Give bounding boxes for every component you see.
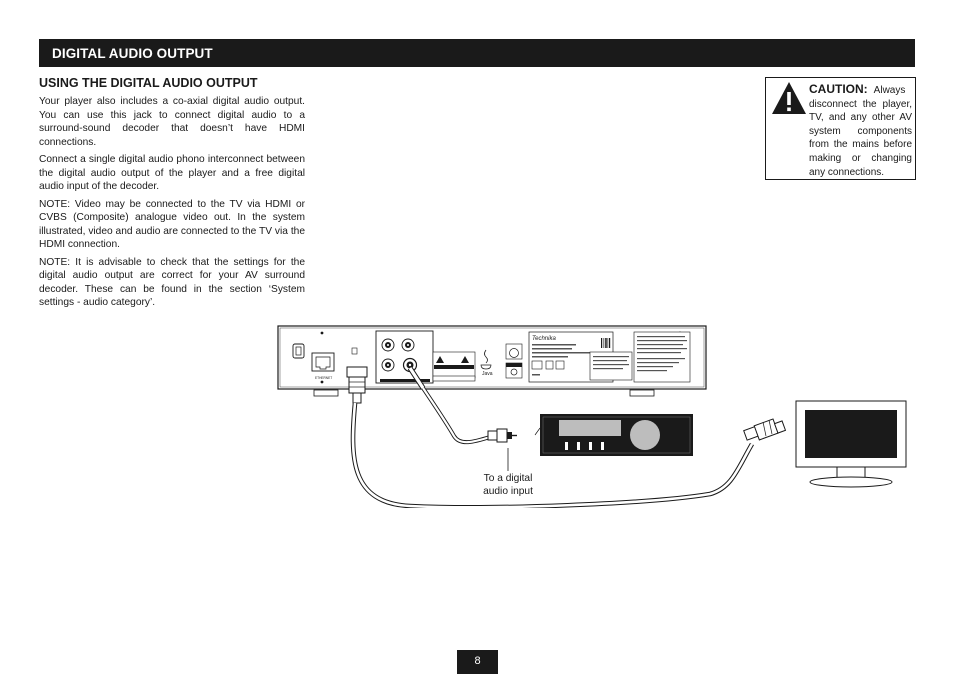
television: [795, 400, 907, 488]
caution-text: CAUTION:Always disconnect the player, TV…: [809, 82, 912, 179]
caption-line: audio input: [483, 486, 533, 497]
page-title: DIGITAL AUDIO OUTPUT: [52, 46, 213, 61]
page-number-box: 8: [457, 650, 498, 674]
paragraph: Your player also includes a co-axial dig…: [39, 96, 305, 148]
rca-plug-decoder: [487, 428, 517, 443]
content-column: USING THE DIGITAL AUDIO OUTPUT Your play…: [39, 76, 305, 314]
dvd-player-rear-panel: ETHERNET Java Technika: [277, 325, 707, 390]
header-bar: DIGITAL AUDIO OUTPUT: [39, 39, 915, 67]
caution-body: Always disconnect the player, TV, and an…: [809, 85, 912, 178]
section-heading: USING THE DIGITAL AUDIO OUTPUT: [39, 76, 258, 90]
svg-text:ETHERNET: ETHERNET: [315, 376, 332, 380]
svg-text:Technika: Technika: [532, 336, 556, 342]
diagram-caption: To a digital audio input: [462, 472, 554, 498]
hdmi-plug-player: [346, 366, 368, 404]
paragraph: Connect a single digital audio phono int…: [39, 154, 305, 192]
page-number: 8: [474, 655, 481, 667]
paragraph: NOTE: It is advisable to check that the …: [39, 256, 305, 309]
hdmi-plug-tv: [743, 418, 787, 441]
caution-box: CAUTION:Always disconnect the player, TV…: [765, 77, 916, 180]
connection-diagram: ETHERNET Java Technika: [277, 325, 907, 508]
paragraph: NOTE: Video may be connected to the TV v…: [39, 198, 305, 251]
caption-line: To a digital: [483, 473, 533, 484]
surround-decoder: [534, 414, 693, 456]
svg-text:Java: Java: [482, 371, 493, 377]
caution-label: CAUTION:: [809, 82, 868, 96]
digital-coax-plug: [407, 366, 426, 390]
warning-icon: [772, 82, 806, 114]
